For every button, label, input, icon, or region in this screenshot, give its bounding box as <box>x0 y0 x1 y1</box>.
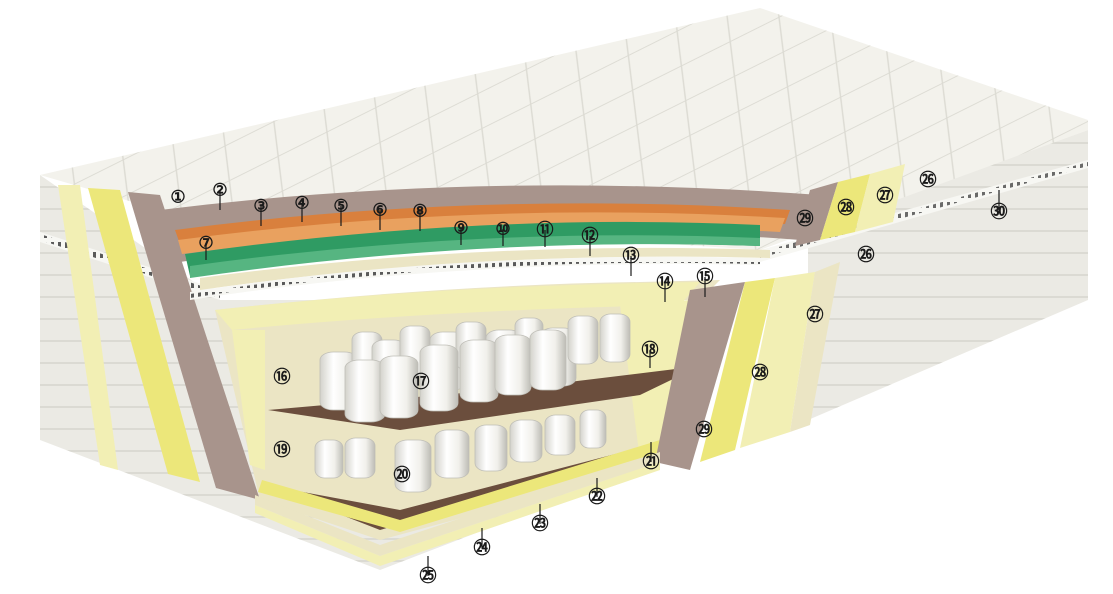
callout-number: ⑩ <box>495 220 510 239</box>
callout-c10: ⑩ <box>495 220 511 246</box>
pocket-spring <box>344 359 386 423</box>
callout-number: ⑬ <box>623 246 640 266</box>
callout-number: ㉓ <box>532 514 549 534</box>
callout-c3: ③ <box>253 197 269 226</box>
pocket-spring <box>567 315 599 365</box>
pocket-springs <box>314 313 631 493</box>
callout-number: ④ <box>294 194 309 213</box>
callout-c1: ① <box>170 188 185 207</box>
callout-number: ㉒ <box>589 487 606 507</box>
callout-number: ⑯ <box>274 367 291 387</box>
callout-c8: ⑧ <box>412 202 428 231</box>
callout-c6: ⑥ <box>372 201 388 230</box>
callout-number: ㉗ <box>877 186 894 206</box>
callout-number: ⑧ <box>412 202 427 221</box>
callout-c16: ⑯ <box>274 367 291 387</box>
upper-comfort-layers <box>160 185 820 300</box>
callout-c27a: ㉗ <box>877 186 894 206</box>
callout-c2: ② <box>212 181 228 210</box>
callout-c29b: ㉙ <box>696 420 713 440</box>
callout-c17: ⑰ <box>413 372 430 392</box>
callout-c14: ⑭ <box>657 272 674 302</box>
callout-c20: ⑳ <box>394 465 411 485</box>
spring-cavity <box>215 280 720 540</box>
callout-c12: ⑫ <box>582 226 599 256</box>
callout-number: ⑱ <box>642 340 659 360</box>
callout-number: ① <box>170 188 185 207</box>
callout-number: ⑥ <box>372 201 387 220</box>
callout-number: ⑪ <box>537 220 554 240</box>
callout-c11: ⑪ <box>537 220 554 247</box>
callout-c29a: ㉙ <box>797 209 814 229</box>
callout-c13: ⑬ <box>623 246 640 276</box>
callout-c15: ⑮ <box>697 267 714 297</box>
pocket-spring <box>434 429 470 479</box>
callout-number: ㉚ <box>991 202 1008 222</box>
callout-number: ⑰ <box>413 372 430 392</box>
callout-c19: ⑲ <box>274 440 291 460</box>
pocket-spring <box>494 334 532 396</box>
callout-c26a: ㉖ <box>920 170 937 190</box>
callout-number: ⑤ <box>333 197 348 216</box>
callout-number: ㉖ <box>858 245 875 265</box>
callout-number: ② <box>212 181 227 200</box>
right-edge-layers <box>655 164 905 470</box>
callout-number: ⑮ <box>697 267 714 287</box>
callout-number: ㉖ <box>920 170 937 190</box>
callout-number: ⑦ <box>198 234 213 253</box>
pocket-spring <box>599 313 631 363</box>
callout-number: ㉘ <box>838 198 855 218</box>
callout-number: ⑫ <box>582 226 599 246</box>
callout-c18: ⑱ <box>642 340 659 368</box>
callout-c28a: ㉘ <box>838 198 855 218</box>
pocket-spring <box>474 424 508 472</box>
callout-number: ⑨ <box>453 219 468 238</box>
callout-number: ⑭ <box>657 272 674 292</box>
callout-c23: ㉓ <box>532 504 549 534</box>
pocket-spring <box>344 437 376 479</box>
callout-c4: ④ <box>294 194 310 222</box>
callout-c27b: ㉗ <box>807 305 824 325</box>
callout-number: ㉑ <box>643 452 660 472</box>
pocket-spring <box>529 329 567 391</box>
pocket-spring <box>394 439 432 493</box>
pocket-spring <box>419 344 459 412</box>
callout-c24: ㉔ <box>474 528 491 558</box>
callout-number: ㉙ <box>696 420 713 440</box>
callout-c7: ⑦ <box>198 234 214 260</box>
callout-c21: ㉑ <box>643 442 660 472</box>
pocket-spring <box>379 355 419 419</box>
callout-number: ㉗ <box>807 305 824 325</box>
callout-number: ㉔ <box>474 538 491 558</box>
callout-c30: ㉚ <box>991 190 1008 222</box>
pocket-spring <box>509 419 543 463</box>
callout-number: ㉘ <box>752 363 769 383</box>
callout-c25: ㉕ <box>420 556 437 586</box>
callout-c28b: ㉘ <box>752 363 769 383</box>
pocket-spring <box>314 439 344 479</box>
callout-number: ③ <box>253 197 268 216</box>
callout-c5: ⑤ <box>333 197 349 226</box>
callout-number: ⑲ <box>274 440 291 460</box>
callout-c22: ㉒ <box>589 478 606 507</box>
pocket-spring <box>579 409 607 449</box>
left-edge-layers <box>58 185 260 500</box>
callout-number: ㉙ <box>797 209 814 229</box>
callout-c9: ⑨ <box>453 219 469 245</box>
callout-number: ㉕ <box>420 566 437 586</box>
pocket-spring <box>544 414 576 456</box>
callout-c26b: ㉖ <box>858 245 875 265</box>
callout-number: ⑳ <box>394 465 411 485</box>
pocket-spring <box>459 339 499 403</box>
